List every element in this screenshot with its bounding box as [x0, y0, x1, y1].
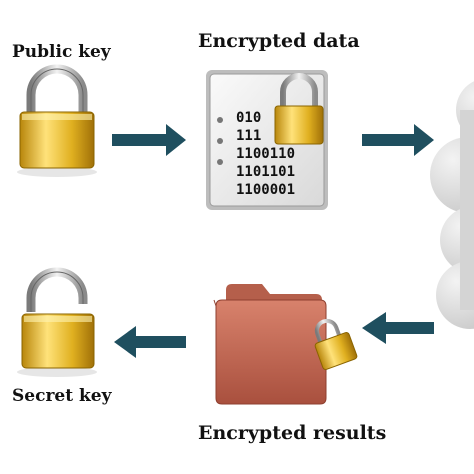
- arrow-icon: [362, 124, 434, 156]
- arrow-icon: [362, 312, 434, 344]
- binary-line: 1100110: [236, 146, 295, 162]
- cloud-icon: [430, 81, 474, 329]
- binary-line: 010: [236, 110, 261, 126]
- open-padlock-icon: [17, 267, 97, 377]
- closed-padlock-icon: [17, 64, 97, 177]
- arrow-icon: [114, 326, 186, 358]
- binary-line: 1101101: [236, 164, 295, 180]
- secret-key-label: Secret key: [12, 386, 112, 406]
- encrypted-data-label: Encrypted data: [198, 30, 360, 52]
- locked-document-icon: 010 111 1100110 1101101 1100001: [206, 70, 328, 210]
- encrypted-results-label: Encrypted results: [198, 422, 387, 444]
- binary-line: 1100001: [236, 182, 295, 198]
- binary-line: 111: [236, 128, 261, 144]
- public-key-label: Public key: [12, 42, 111, 62]
- arrow-icon: [112, 124, 186, 156]
- locked-folder-icon: [213, 284, 358, 405]
